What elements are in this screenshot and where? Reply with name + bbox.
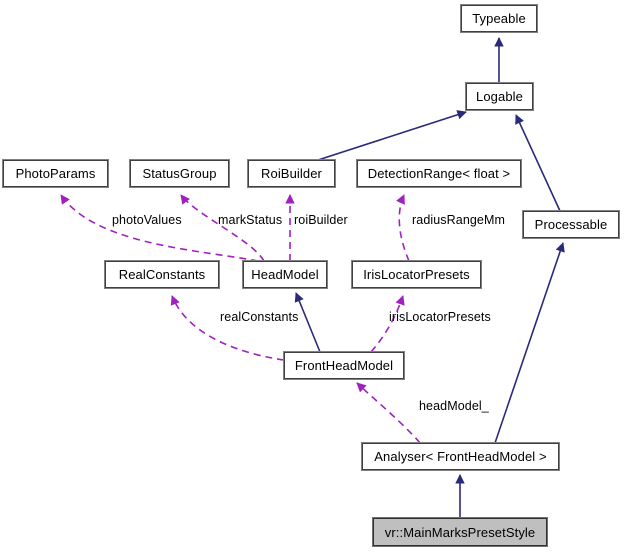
edge-label-irislocator: irisLocatorPresets xyxy=(389,310,491,324)
inheritance-edges xyxy=(294,37,565,518)
inheritance-edge-processable-logable xyxy=(515,114,561,212)
usage-edge-iris-detectionrange xyxy=(396,194,410,262)
class-node-label: IrisLocatorPresets xyxy=(363,267,470,282)
inheritance-edge-roibuilder-logable xyxy=(317,110,467,161)
usage-edge-fronthead-iris xyxy=(370,295,405,353)
class-node-label: RealConstants xyxy=(118,267,206,282)
class-node-logable[interactable]: Logable xyxy=(465,82,534,111)
class-node-label: HeadModel xyxy=(251,267,319,282)
class-node-label: FrontHeadModel xyxy=(294,358,394,373)
class-node-label: DetectionRange< float > xyxy=(367,166,511,181)
inheritance-edge-analyser-processable xyxy=(494,242,565,444)
class-node-label: Processable xyxy=(534,217,608,232)
usage-edge-analyser-fronthead xyxy=(356,382,421,444)
class-node-label: vr::MainMarksPresetStyle xyxy=(384,524,536,540)
usage-edge-headmodel-photoparams xyxy=(60,194,259,262)
class-node-label: PhotoParams xyxy=(15,166,96,181)
usage-edge-fronthead-realconst xyxy=(170,295,285,361)
class-node-irispresets[interactable]: IrisLocatorPresets xyxy=(351,260,482,289)
edge-label-photovalues: photoValues xyxy=(112,213,182,227)
class-node-photoparams[interactable]: PhotoParams xyxy=(2,159,109,188)
class-node-label: Typeable xyxy=(472,11,526,26)
class-node-mainmarks[interactable]: vr::MainMarksPresetStyle xyxy=(372,517,548,547)
class-node-label: StatusGroup xyxy=(142,166,217,181)
class-node-detrange[interactable]: DetectionRange< float > xyxy=(356,159,522,188)
edge-label-realconstants: realConstants xyxy=(220,310,299,324)
class-node-processable[interactable]: Processable xyxy=(522,210,620,239)
class-node-label: Analyser< FrontHeadModel > xyxy=(374,449,547,464)
usage-edges xyxy=(60,194,421,444)
class-node-realconst[interactable]: RealConstants xyxy=(104,260,220,289)
usage-edge-headmodel-statusgroup xyxy=(180,194,265,262)
class-node-label: Logable xyxy=(476,89,523,104)
edge-label-radiusrange: radiusRangeMm xyxy=(412,213,506,227)
class-node-label: RoiBuilder xyxy=(261,166,322,181)
class-node-fronthead[interactable]: FrontHeadModel xyxy=(283,351,405,380)
edge-label-markstatus: markStatus xyxy=(218,213,283,227)
class-node-analyser[interactable]: Analyser< FrontHeadModel > xyxy=(361,442,560,471)
edge-label-roibuilder: roiBuilder xyxy=(294,213,348,227)
class-node-headmodel[interactable]: HeadModel xyxy=(242,260,328,289)
edge-label-headmodel_: headModel_ xyxy=(419,399,489,413)
inheritance-edge-fronthead-headmodel xyxy=(294,292,321,353)
class-node-roibuilder[interactable]: RoiBuilder xyxy=(247,159,336,188)
class-node-statusgroup[interactable]: StatusGroup xyxy=(129,159,230,188)
class-node-typeable[interactable]: Typeable xyxy=(460,4,538,33)
